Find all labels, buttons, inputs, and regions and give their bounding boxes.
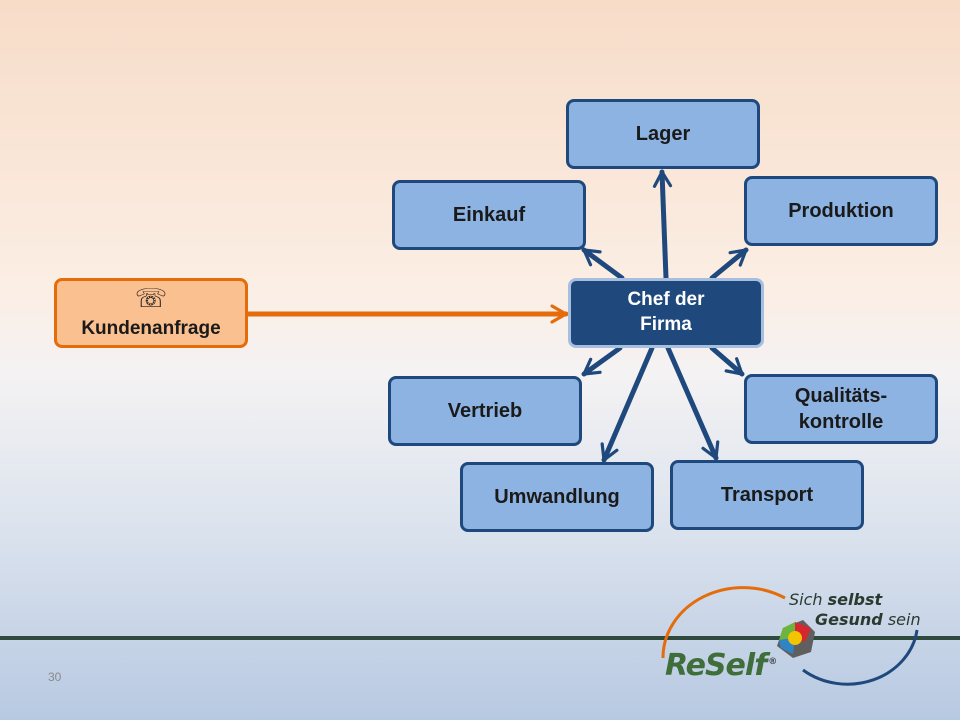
footer-divider [0, 636, 960, 640]
logo-emblem [661, 586, 919, 686]
box-umwandlung: Umwandlung [460, 462, 654, 532]
qualitaetskontrolle-label: Qualitäts-kontrolle [794, 385, 888, 433]
logo-brand: ReSelf® [665, 648, 777, 683]
telephone-icon: ☏ [134, 283, 168, 314]
arrow-to-transport [665, 345, 720, 461]
box-lager: Lager [566, 99, 760, 169]
kundenanfrage-label: Kundenanfrage [81, 318, 221, 340]
reself-logo: Sich selbst Gesund sein ReSelf® [655, 582, 930, 697]
logo-tagline-line2: Gesund sein [815, 610, 921, 629]
page-number: 30 [48, 670, 62, 684]
box-einkauf: Einkauf [392, 180, 586, 250]
chef-label: Chef der Firma [627, 289, 705, 335]
arrow-to-vertrieb [581, 345, 623, 377]
arrow-to-einkauf [581, 247, 625, 281]
box-kundenanfrage: ☏ Kundenanfrage [54, 278, 248, 348]
box-transport: Transport [670, 460, 864, 530]
arrow-to-qualitaetskontrolle [709, 345, 745, 377]
arrow-to-umwandlung [600, 345, 655, 463]
logo-tagline-line1: Sich selbst [789, 590, 883, 609]
box-vertrieb: Vertrieb [388, 376, 582, 446]
box-produktion: Produktion [744, 176, 938, 246]
box-chef-der-firma: Chef der Firma [568, 278, 764, 348]
arrow-to-produktion [709, 247, 749, 281]
box-qualitaetskontrolle: Qualitäts-kontrolle [744, 374, 938, 444]
arrow-to-lager [652, 169, 673, 281]
